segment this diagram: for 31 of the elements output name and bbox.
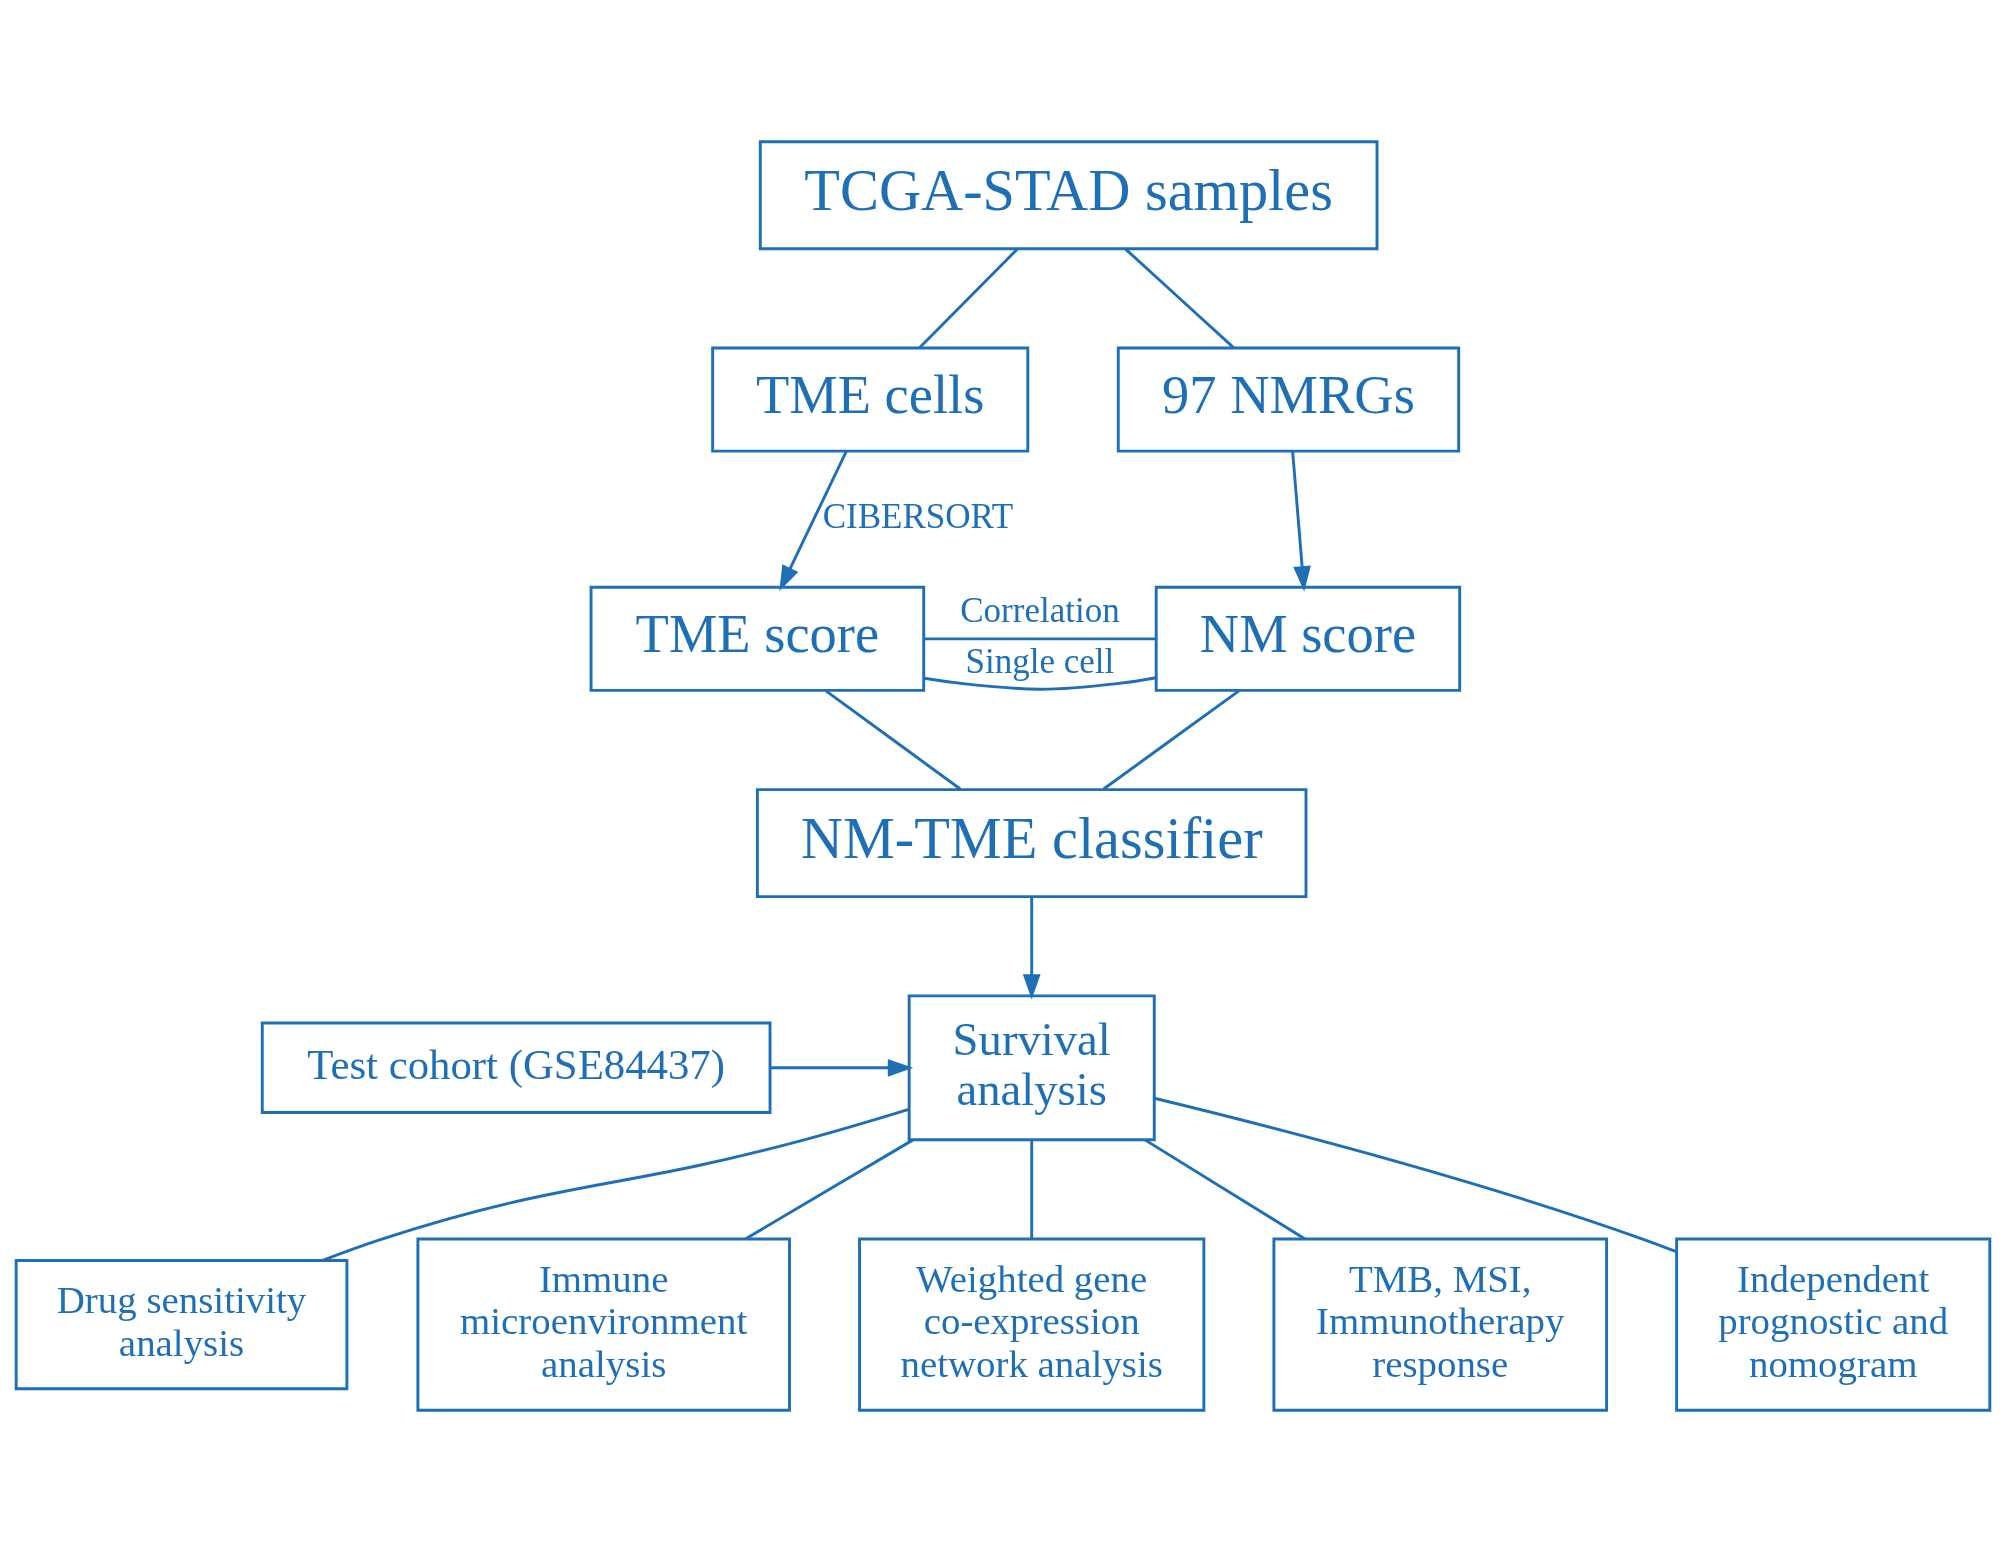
connector bbox=[322, 1107, 910, 1262]
node-box: NM-TME classifier bbox=[755, 788, 1308, 899]
edge-label: CIBERSORT bbox=[822, 496, 1014, 536]
node-box: Independent prognostic and nomogram bbox=[1675, 1237, 1992, 1412]
connector bbox=[1154, 1096, 1677, 1254]
connector bbox=[924, 637, 1156, 641]
connector bbox=[923, 676, 1157, 691]
connector bbox=[1030, 1140, 1034, 1239]
node-box: Test cohort (GSE84437) bbox=[260, 1021, 772, 1114]
arrow bbox=[770, 1058, 914, 1077]
connector bbox=[744, 1138, 914, 1241]
node-box: Survival analysis bbox=[907, 994, 1156, 1142]
arrow bbox=[779, 450, 848, 592]
node-box: TME cells bbox=[711, 346, 1030, 453]
connector bbox=[1102, 689, 1240, 791]
node-box: TCGA-STAD samples bbox=[758, 140, 1379, 251]
edge-label: Correlation bbox=[960, 591, 1120, 631]
edge-label: Single cell bbox=[965, 641, 1115, 681]
node-box: TMB, MSI, Immunotherapy response bbox=[1272, 1237, 1609, 1412]
node-box: Drug sensitivity analysis bbox=[14, 1258, 349, 1391]
connector bbox=[1124, 247, 1235, 349]
node-box: 97 NMRGs bbox=[1116, 346, 1461, 453]
node-box: TME score bbox=[589, 585, 926, 692]
connector bbox=[918, 247, 1019, 349]
connector bbox=[825, 689, 962, 791]
connector bbox=[1144, 1138, 1306, 1241]
node-box: Immune microenvironment analysis bbox=[416, 1237, 791, 1412]
node-box: Weighted gene co-expression network analysis bbox=[858, 1237, 1206, 1412]
arrow bbox=[1022, 896, 1041, 1000]
node-box: NM score bbox=[1154, 585, 1462, 692]
arrow bbox=[1291, 451, 1311, 592]
